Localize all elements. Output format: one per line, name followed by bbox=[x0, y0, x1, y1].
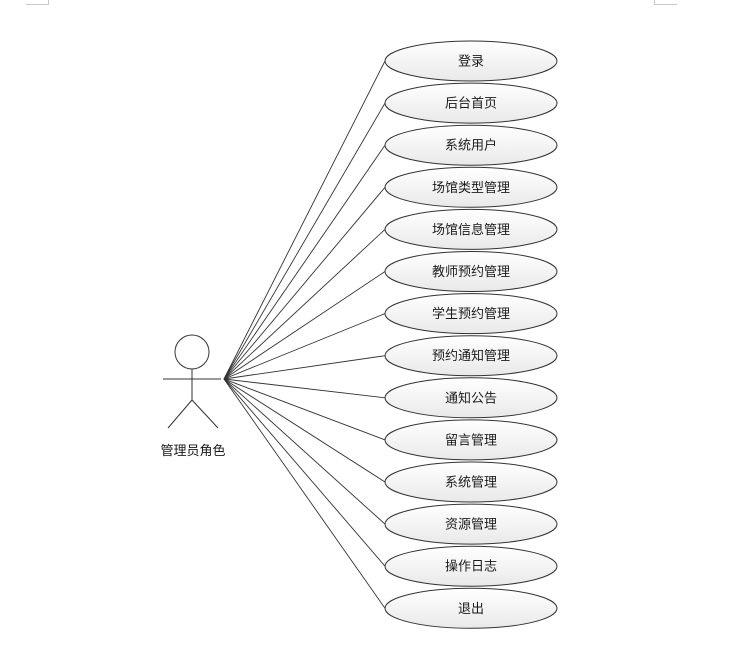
use-case-label: 系统用户 bbox=[445, 138, 497, 154]
use-case[interactable]: 资源管理 bbox=[384, 503, 558, 545]
association-line bbox=[223, 378, 386, 567]
use-case-label: 预约通知管理 bbox=[432, 348, 510, 364]
use-case[interactable]: 系统管理 bbox=[384, 461, 558, 503]
association-line bbox=[223, 187, 386, 380]
association-line bbox=[223, 378, 386, 399]
association-line bbox=[223, 144, 386, 380]
use-case-ellipse bbox=[384, 251, 558, 292]
use-case-ellipse bbox=[384, 293, 558, 335]
use-case-label: 教师预约管理 bbox=[432, 264, 510, 280]
association-line bbox=[223, 378, 386, 483]
use-case[interactable]: 系统用户 bbox=[384, 124, 558, 166]
association-line bbox=[223, 229, 386, 380]
use-case[interactable]: 后台首页 bbox=[384, 82, 558, 124]
use-case-label: 场馆信息管理 bbox=[432, 222, 510, 238]
association-line bbox=[223, 355, 386, 380]
association-line bbox=[223, 378, 386, 609]
association-line bbox=[223, 313, 386, 380]
actor[interactable]: 管理员角色 bbox=[160, 334, 226, 459]
use-case-ellipse bbox=[384, 503, 558, 545]
actor-left-leg bbox=[167, 399, 193, 429]
association-lines bbox=[223, 60, 386, 609]
page-corner-mark-right bbox=[654, 0, 677, 5]
association-line bbox=[223, 378, 386, 525]
use-case[interactable]: 操作日志 bbox=[384, 545, 558, 587]
page-corner-mark-left bbox=[26, 0, 49, 5]
use-case-list: 登录后台首页系统用户场馆类型管理场馆信息管理教师预约管理学生预约管理预约通知管理… bbox=[384, 40, 558, 629]
use-case-label: 留言管理 bbox=[445, 433, 497, 448]
use-case[interactable]: 教师预约管理 bbox=[384, 251, 558, 292]
use-case-label: 场馆类型管理 bbox=[432, 181, 510, 196]
use-case-ellipse bbox=[384, 545, 558, 587]
use-case[interactable]: 场馆类型管理 bbox=[384, 166, 558, 208]
use-case-ellipse bbox=[384, 587, 558, 629]
use-case[interactable]: 通知公告 bbox=[384, 377, 558, 419]
use-case-ellipse bbox=[384, 419, 558, 461]
use-case-label: 登录 bbox=[458, 55, 484, 70]
use-case-ellipse bbox=[384, 124, 558, 166]
use-case-ellipse bbox=[384, 208, 558, 250]
use-case-ellipse bbox=[384, 166, 558, 208]
association-line bbox=[223, 378, 386, 441]
use-case-label: 通知公告 bbox=[445, 390, 497, 406]
association-line bbox=[223, 271, 386, 380]
use-case[interactable]: 留言管理 bbox=[384, 419, 558, 461]
use-case[interactable]: 预约通知管理 bbox=[384, 335, 558, 377]
use-case-label: 退出 bbox=[458, 602, 484, 617]
use-case-label: 系统管理 bbox=[445, 476, 497, 491]
use-case[interactable]: 登录 bbox=[384, 40, 558, 82]
use-case[interactable]: 场馆信息管理 bbox=[384, 208, 558, 250]
actor-name: 管理员角色 bbox=[160, 443, 225, 459]
use-case-ellipse bbox=[384, 461, 558, 503]
association-line bbox=[223, 102, 386, 380]
use-case-label: 操作日志 bbox=[445, 559, 497, 575]
actor-right-leg bbox=[191, 399, 219, 429]
use-case-label: 学生预约管理 bbox=[432, 306, 510, 322]
use-case-label: 资源管理 bbox=[445, 518, 497, 533]
use-case[interactable]: 退出 bbox=[384, 587, 558, 629]
use-case-ellipse bbox=[384, 40, 558, 82]
use-case-ellipse bbox=[384, 335, 558, 377]
use-case[interactable]: 学生预约管理 bbox=[384, 293, 558, 335]
use-case-ellipse bbox=[384, 82, 558, 124]
association-line bbox=[223, 60, 386, 380]
use-case-label: 后台首页 bbox=[445, 97, 497, 112]
use-case-ellipse bbox=[384, 377, 558, 419]
actor-head bbox=[174, 334, 210, 370]
